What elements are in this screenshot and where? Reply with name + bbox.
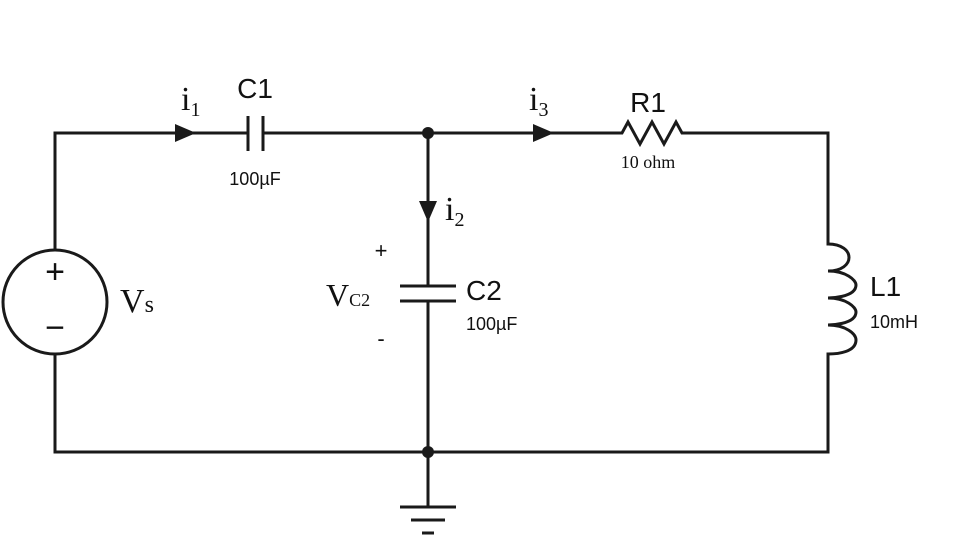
- current-arrow-i1: [175, 124, 196, 142]
- node-bottom-junction: [422, 446, 434, 458]
- current-arrow-i3: [533, 124, 554, 142]
- c2-value-label: 100µF: [466, 314, 517, 334]
- ground-symbol: [400, 505, 456, 535]
- l1-value-label: 10mH: [870, 312, 918, 332]
- current-arrow-i2: [419, 201, 437, 222]
- current-label-i1: i1: [181, 81, 200, 121]
- r1-name-label: R1: [630, 87, 666, 118]
- node-top-junction: [422, 127, 434, 139]
- voltage-source-vs: + −: [1, 248, 109, 356]
- source-plus-sign: +: [45, 253, 65, 291]
- c1-name-label: C1: [237, 73, 273, 104]
- inductor-l1: [827, 242, 858, 356]
- vc2-label: VC2: [326, 277, 370, 313]
- resistor-r1: [612, 118, 684, 148]
- r1-value-label: 10 ohm: [621, 152, 676, 172]
- current-label-i2: i2: [445, 191, 464, 231]
- capacitor-c1: [246, 116, 265, 151]
- c2-plus-sign: +: [375, 238, 388, 263]
- source-circle: [1, 248, 109, 356]
- c1-value-label: 100µF: [229, 169, 280, 189]
- c2-name-label: C2: [466, 275, 502, 306]
- capacitor-c2: [400, 284, 456, 303]
- current-label-i3: i3: [529, 81, 548, 121]
- c2-minus-sign: -: [377, 326, 384, 351]
- source-minus-sign: −: [45, 309, 65, 347]
- source-label: Vs: [120, 283, 154, 320]
- wires: [53, 131, 830, 509]
- l1-name-label: L1: [870, 271, 901, 302]
